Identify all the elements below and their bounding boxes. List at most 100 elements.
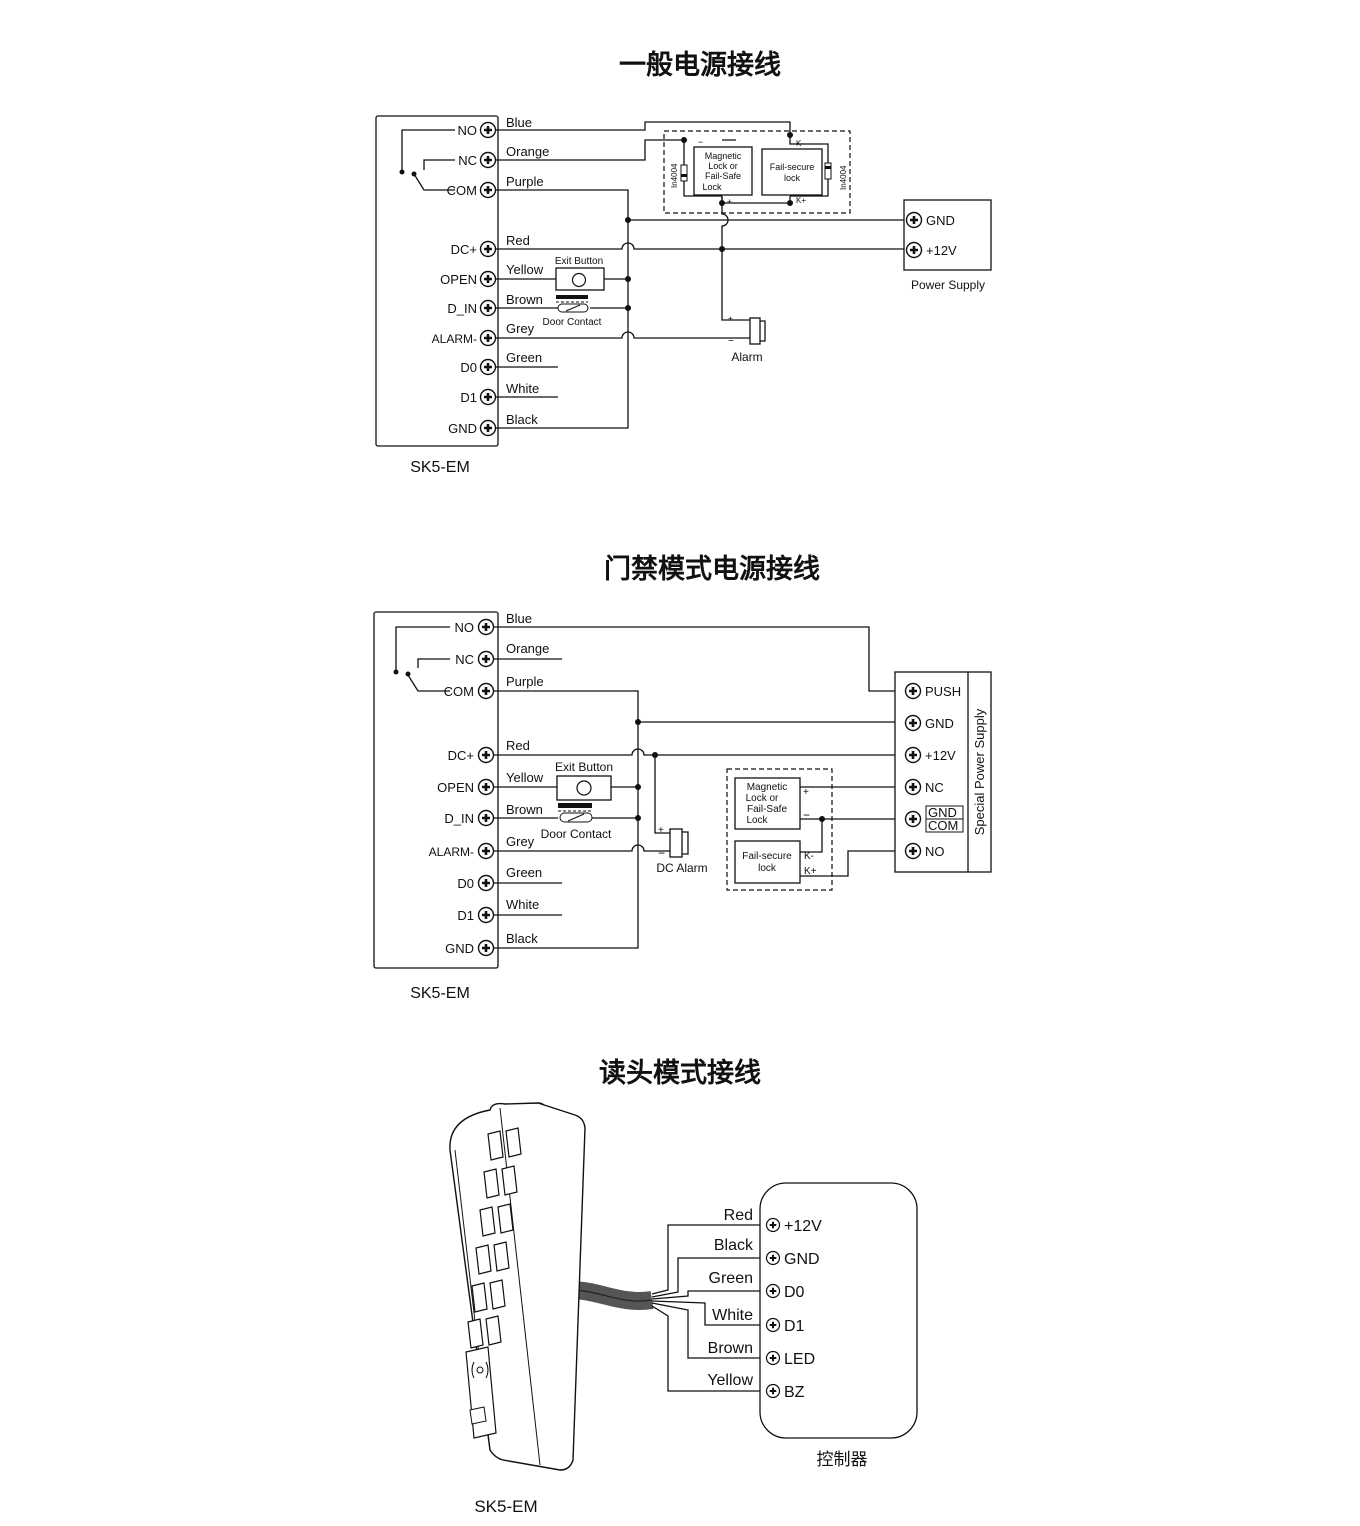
wire-red [496, 242, 905, 250]
diode-symbol: In4004 [824, 162, 848, 190]
controller-panel [759, 1182, 918, 1439]
terminal-label: D_IN [447, 301, 477, 316]
wire-k-minus [800, 819, 823, 853]
wire-label: Green [506, 350, 542, 365]
lock1-minus: − [803, 808, 810, 822]
terminal-icon [477, 842, 495, 860]
terminal-icon [477, 650, 495, 668]
terminal-icon [904, 778, 922, 796]
terminal-icon [904, 746, 922, 764]
terminal-label: ALARM- [429, 845, 474, 859]
k-plus-label: K+ [796, 196, 806, 205]
lock1-label: Fail-Safe [705, 171, 741, 181]
k-minus-label: K- [796, 139, 804, 148]
terminal-icon [479, 121, 497, 139]
wire-no [800, 850, 905, 877]
device-label: SK5-EM [410, 985, 470, 1002]
lock1-label: Magnetic [747, 782, 788, 793]
wire-label: Brown [506, 802, 543, 817]
wire-blue [494, 626, 905, 692]
terminal-icon [477, 778, 495, 796]
wire-label: Blue [506, 611, 532, 626]
terminal-icon [479, 329, 497, 347]
fail-secure-lock-box [734, 840, 801, 884]
terminal-icon [765, 1383, 781, 1399]
controller-label: 控制器 [817, 1450, 868, 1470]
wire-alarm-plus [654, 755, 670, 834]
wire-label: Purple [506, 674, 544, 689]
lock-wire-bottom [721, 139, 791, 204]
wire-label: Yellow [506, 770, 544, 785]
wire-label: Grey [506, 321, 535, 336]
exit-button-label: Exit Button [555, 760, 613, 774]
terminal-icon [765, 1283, 781, 1299]
psu-label: Power Supply [911, 278, 985, 292]
terminal-icon [477, 906, 495, 924]
relay-com-line [413, 173, 455, 191]
door-contact-label: Door Contact [541, 827, 612, 841]
wire-alarm-plus [721, 196, 750, 321]
wire-label: Grey [506, 834, 535, 849]
terminal-icon [765, 1250, 781, 1266]
alarm-plus-sign: + [658, 825, 664, 836]
alarm-plus-sign: + [728, 314, 733, 323]
terminal-icon [904, 714, 922, 732]
terminal-icon [904, 842, 922, 860]
alarm-minus-sign: − [658, 846, 665, 860]
terminal-label: COM [447, 183, 477, 198]
terminal-label: OPEN [437, 780, 474, 795]
terminal-icon [765, 1317, 781, 1333]
alarm-label: DC Alarm [656, 861, 707, 875]
terminal-icon [477, 746, 495, 764]
wire-label: White [712, 1307, 753, 1324]
terminal-label: D0 [460, 360, 477, 375]
wire-label: Red [506, 233, 530, 248]
relay-no-line [401, 129, 455, 172]
wire-label: Yellow [707, 1372, 753, 1389]
lock1-label: Lock [746, 815, 768, 826]
door-contact-label: Door Contact [543, 317, 602, 328]
wire-label: Black [714, 1237, 754, 1254]
terminal-icon [905, 211, 923, 229]
reader-wires [651, 1224, 765, 1392]
supply-terminal-label: GND [925, 716, 954, 731]
lock2-label: lock [784, 173, 801, 183]
lock1-label: Lock or [746, 793, 779, 804]
wire-label: Brown [506, 292, 543, 307]
terminal-icon [479, 270, 497, 288]
terminal-icon [479, 419, 497, 437]
lock-group-dashed [663, 130, 851, 214]
reader-cable [569, 1281, 654, 1310]
lock1-label: Fail-Safe [747, 804, 787, 815]
lock2-label: lock [758, 863, 777, 874]
exit-button-label: Exit Button [555, 256, 603, 267]
lock2-label: Fail-secure [770, 162, 815, 172]
terminal-icon [479, 358, 497, 376]
magnetic-lock-box [734, 777, 801, 830]
terminal-icon [479, 388, 497, 406]
wire-red [494, 748, 905, 756]
terminal-label: GND [448, 421, 477, 436]
lock1-label: Magnetic [705, 151, 742, 161]
diode-label: In4004 [670, 163, 679, 188]
alarm-symbol: + − Alarm [728, 314, 766, 364]
terminal-label: OPEN [440, 272, 477, 287]
dc-alarm-symbol: + − DC Alarm [656, 825, 707, 875]
terminal-label: D1 [457, 908, 474, 923]
diagram2-title: 门禁模式电源接线 [604, 554, 820, 585]
controller-box [375, 115, 499, 447]
wire-label: White [506, 897, 539, 912]
lock1-label: Lock or [708, 161, 738, 171]
controller-terminal-label: LED [784, 1351, 815, 1368]
lock2-label: Fail-secure [742, 851, 792, 862]
wire-grey [494, 844, 670, 852]
terminal-icon [479, 181, 497, 199]
wire-label: Blue [506, 115, 532, 130]
relay-no-line [395, 626, 450, 672]
wire-green-white [496, 366, 558, 398]
terminal-label: D_IN [444, 811, 474, 826]
wire-label: Black [506, 931, 538, 946]
reader-device [449, 1102, 586, 1471]
wire-label: Orange [506, 144, 549, 159]
